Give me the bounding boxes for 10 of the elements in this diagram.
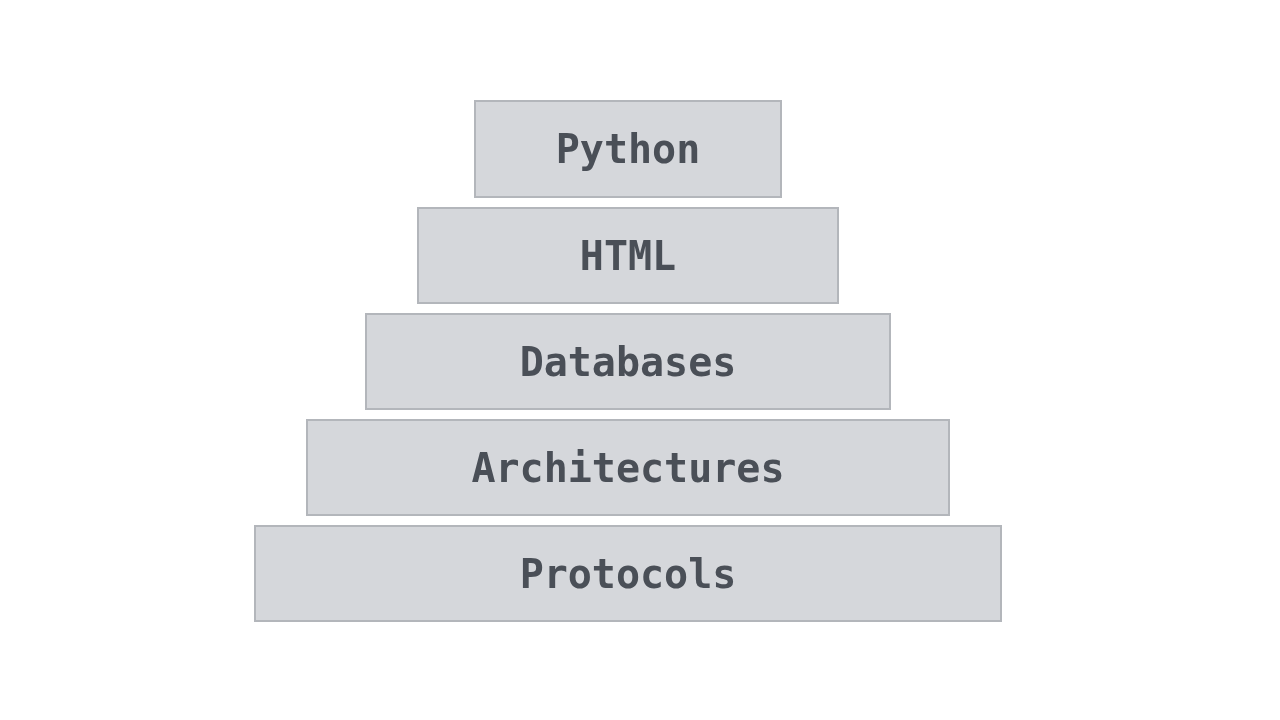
pyramid-layer	[417, 207, 839, 304]
pyramid-layer	[474, 100, 782, 198]
layer-label: Protocols	[519, 550, 737, 597]
pyramid-layer	[306, 419, 950, 516]
pyramid-layer	[254, 525, 1002, 622]
pyramid-layer	[365, 313, 891, 410]
layer-label: Databases	[519, 338, 737, 385]
layer-label: Architectures	[471, 444, 785, 491]
layer-label: HTML	[579, 232, 677, 279]
layer-label: Python	[555, 126, 701, 172]
